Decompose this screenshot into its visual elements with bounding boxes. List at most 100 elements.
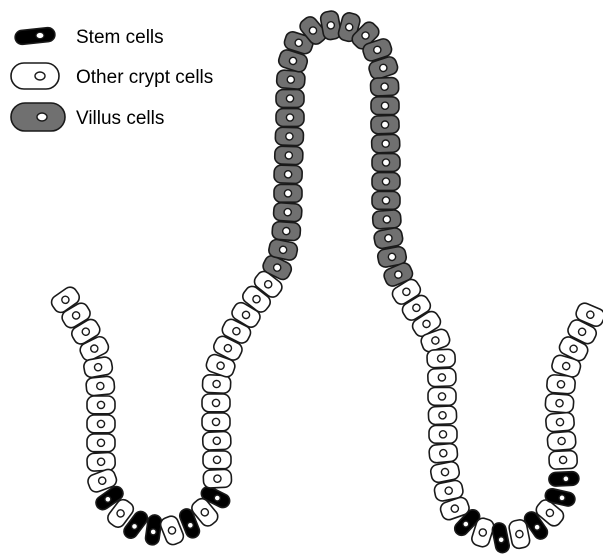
- villus-cell-nucleus: [286, 114, 293, 121]
- legend-item-stem: Stem cells: [14, 27, 163, 48]
- villus-cell-nucleus: [284, 208, 292, 216]
- crypt-cell-nucleus: [97, 420, 104, 427]
- villus-cell-swatch: [11, 103, 65, 131]
- crypt-cell-nucleus: [96, 382, 104, 390]
- villus-cell: [276, 109, 304, 127]
- villus-cell: [371, 97, 399, 115]
- crypt-cell-nucleus: [97, 401, 104, 408]
- villus-cell: [275, 146, 304, 165]
- legend: Stem cells Other crypt cells Villus cell…: [11, 27, 213, 131]
- villus-cell-nucleus: [284, 190, 291, 197]
- crypt-cell: [428, 406, 457, 425]
- stem-cell: [549, 471, 580, 486]
- crypt-cell-nucleus: [559, 456, 567, 464]
- crypt-cell-nucleus: [438, 374, 445, 381]
- crypt-cell: [202, 394, 230, 412]
- crypt-cell-nucleus: [212, 418, 219, 425]
- crypt-cell: [87, 452, 116, 471]
- villus-cell: [276, 70, 305, 90]
- crypt-cell: [87, 434, 115, 452]
- crypt-cell-nucleus: [438, 393, 445, 400]
- crypt-cell-nucleus: [515, 530, 523, 538]
- crypt-cell-nucleus: [444, 486, 452, 494]
- villus-cell-nucleus: [382, 178, 389, 185]
- villus-cell-nucleus: [382, 197, 389, 204]
- legend-label-crypt: Other crypt cells: [76, 67, 213, 88]
- villus-cell: [371, 134, 400, 153]
- villus-cell-nucleus: [383, 216, 391, 224]
- villus-cell: [276, 90, 304, 108]
- crypt-cell-nucleus: [558, 437, 566, 445]
- crypt-cell: [202, 413, 230, 431]
- crypt-cell-nucleus: [439, 412, 446, 419]
- crypt-cell-nucleus: [94, 363, 102, 371]
- crypt-cell-nucleus: [556, 418, 564, 426]
- stem-cell-nucleus: [558, 494, 565, 501]
- crypt-cell: [203, 451, 231, 469]
- stem-cell-swatch: [14, 27, 55, 45]
- villus-cell-nucleus: [282, 227, 290, 235]
- villus-cell: [370, 77, 399, 96]
- villus-cell-nucleus: [287, 76, 295, 84]
- crypt-cell-nucleus: [213, 380, 221, 388]
- crypt-cell-nucleus: [213, 437, 220, 444]
- villus-cell-nucleus: [382, 159, 389, 166]
- crypt-cell: [545, 393, 574, 413]
- crypt-cell: [545, 412, 574, 432]
- legend-label-stem: Stem cells: [76, 27, 164, 48]
- crypt-cell-nucleus: [213, 456, 220, 463]
- villus-cell: [372, 210, 401, 230]
- epithelium-cells: [49, 10, 603, 554]
- villus-cell-nucleus: [381, 83, 388, 90]
- villus-cell: [274, 184, 302, 202]
- villus-cell-nucleus: [381, 102, 388, 109]
- villus-cell-nucleus: [279, 246, 288, 255]
- legend-label-villus: Villus cells: [76, 108, 164, 129]
- villus-cell: [372, 192, 400, 210]
- villus-cell: [372, 173, 400, 191]
- crypt-cell: [87, 396, 115, 414]
- stem-cell-nucleus: [498, 536, 505, 543]
- crypt-cell: [202, 431, 231, 450]
- legend-item-crypt: Other crypt cells: [11, 63, 213, 89]
- villus-cell-nucleus: [381, 121, 388, 128]
- crypt-cell: [547, 431, 576, 451]
- villus-cell: [372, 154, 400, 172]
- crypt-cell: [86, 376, 115, 396]
- villus-cell: [274, 165, 303, 184]
- crypt-cell: [203, 469, 232, 488]
- villus-cell-nucleus: [327, 21, 335, 29]
- crypt-cell-swatch: [11, 63, 59, 89]
- stem-cell: [491, 522, 510, 554]
- crypt-cell: [427, 349, 456, 368]
- crypt-cell-nucleus: [556, 399, 564, 407]
- crypt-cell-nucleus: [437, 355, 444, 362]
- villus-cell-nucleus: [382, 140, 389, 147]
- crypt-cell: [549, 450, 578, 469]
- crypt-cell: [428, 388, 456, 406]
- crypt-cell-nucleus: [557, 380, 565, 388]
- stem-cell-nucleus: [150, 528, 157, 535]
- villus-cell-nucleus: [285, 152, 292, 159]
- crypt-cell-nucleus: [214, 475, 222, 483]
- crypt-cell-nucleus: [97, 458, 105, 466]
- crypt-cell-nucleus: [439, 431, 446, 438]
- villus-cell: [273, 202, 302, 222]
- crypt-cell-nucleus: [441, 468, 449, 476]
- crypt-cell: [428, 368, 457, 387]
- crypt-cell: [87, 415, 115, 433]
- crypt-cell: [429, 443, 458, 463]
- villus-cell-nucleus: [384, 234, 392, 242]
- villus-cell-nucleus: [286, 133, 293, 140]
- villus-cell: [272, 221, 301, 241]
- villus-cell-nucleus: [284, 171, 291, 178]
- villus-cell: [371, 115, 400, 134]
- villus-cell: [275, 127, 304, 146]
- legend-item-villus: Villus cells: [11, 103, 164, 131]
- villus-cell-nucleus: [388, 253, 396, 261]
- crypt-cell-nucleus: [212, 399, 219, 406]
- stem-cell-nucleus: [563, 476, 569, 482]
- crypt-cell-nucleus: [439, 449, 447, 457]
- crypt-cell-nucleus: [97, 439, 104, 446]
